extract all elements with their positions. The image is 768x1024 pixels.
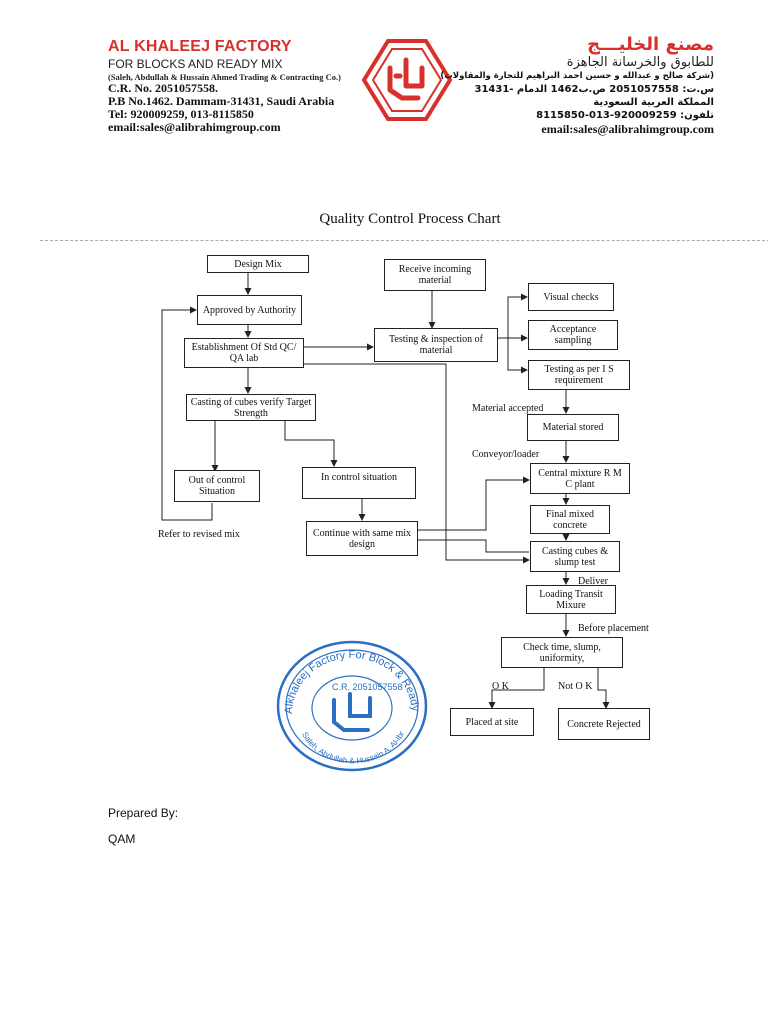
header-english: AL KHALEEJ FACTORY FOR BLOCKS AND READY … (108, 38, 341, 134)
company-subtitle-en: FOR BLOCKS AND READY MIX (108, 57, 283, 71)
header-arabic: مصنع الخليـــج للطابوق والخرسانة الجاهزة… (440, 34, 714, 137)
box-casting-cubes-slump: Casting cubes & slump test (530, 541, 620, 572)
box-central-mixture-plant: Central mixture R M C plant (530, 463, 630, 494)
company-subtitle-ar: للطابوق والخرسانة الجاهزة (566, 55, 714, 70)
cr-number-ar: س.ت: 2051057558 ص.ب1462 الدمام -31431 (474, 84, 714, 95)
label-ok: O K (492, 681, 509, 692)
telephone-ar: تلفون: 920009259-013-8115850 (536, 110, 714, 121)
box-final-mixed-concrete: Final mixed concrete (530, 505, 610, 534)
company-name-ar: مصنع الخليـــج (587, 34, 714, 55)
label-refer-revised-mix: Refer to revised mix (158, 529, 240, 540)
company-name-en: AL KHALEEJ FACTORY (108, 38, 292, 55)
email-en: email:sales@alibrahimgroup.com (108, 120, 281, 134)
box-continue-mix-design: Continue with same mix design (306, 521, 418, 556)
box-acceptance-sampling: Acceptance sampling (528, 320, 618, 350)
cr-number-en: C.R. No. 2051057558. (108, 81, 218, 95)
country-ar: المملكة العربية السعودية (593, 97, 714, 108)
label-material-accepted: Material accepted (472, 403, 544, 414)
box-receive-incoming-material: Receive incoming material (384, 259, 486, 291)
prepared-by-name: QAM (108, 832, 136, 846)
box-visual-checks: Visual checks (528, 283, 614, 311)
telephone-en: Tel: 920009259, 013-8115850 (108, 107, 254, 121)
stamp-outer-text: Alkhaleej Factory For Block & Ready Mix (272, 634, 421, 715)
company-stamp: Alkhaleej Factory For Block & Ready Mix … (272, 634, 428, 772)
box-material-stored: Material stored (527, 414, 619, 441)
box-casting-cubes-verify: Casting of cubes verify Target Strength (186, 394, 316, 421)
prepared-by-label: Prepared By: (108, 806, 179, 820)
box-approved-by-authority: Approved by Authority (197, 295, 302, 325)
box-design-mix: Design Mix (207, 255, 309, 273)
box-testing-inspection: Testing & inspection of material (374, 328, 498, 362)
box-testing-is-requirement: Testing as per I S requirement (528, 360, 630, 390)
address-en: P.B No.1462. Dammam-31431, Saudi Arabia (108, 94, 335, 108)
stamp-logo-mark (332, 692, 372, 732)
document-title: Quality Control Process Chart (319, 211, 501, 227)
label-before-placement: Before placement (578, 623, 649, 634)
company-owners-ar: (شركة صالح و عبدالله و حسين احمد البراهي… (440, 71, 714, 81)
divider-line (40, 240, 768, 241)
box-check-time-slump: Check time, slump, uniformity, (501, 637, 623, 668)
box-out-of-control: Out of control Situation (174, 470, 260, 502)
company-logo (361, 39, 453, 121)
stamp-cr-text: C.R. 2051057558 (332, 682, 403, 692)
company-owners-en: (Saleh, Abdullah & Hussain Ahmed Trading… (108, 72, 342, 82)
box-concrete-rejected: Concrete Rejected (558, 708, 650, 740)
label-not-ok: Not O K (558, 681, 593, 692)
box-placed-at-site: Placed at site (450, 708, 534, 736)
box-establishment-qc-lab: Establishment Of Std QC/ QA lab (184, 338, 304, 368)
box-in-control: In control situation (302, 467, 416, 499)
label-deliver: Deliver (578, 576, 608, 587)
box-loading-transit-mixure: Loading Transit Mixure (526, 585, 616, 614)
email-ar: email:sales@alibrahimgroup.com (541, 122, 714, 136)
label-conveyor-loader: Conveyor/loader (472, 449, 540, 460)
